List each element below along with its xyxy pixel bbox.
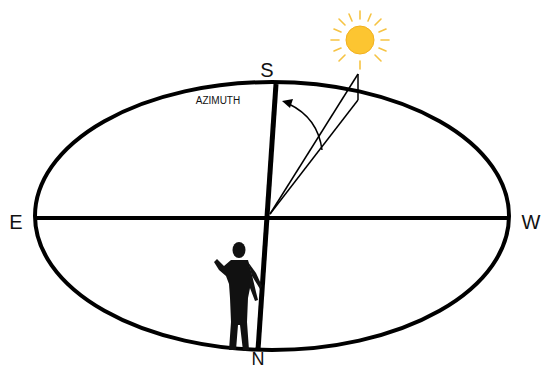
north-south-line: [258, 84, 276, 350]
horizon-ellipse: [35, 82, 509, 350]
south-label: S: [260, 60, 273, 80]
azimuth-label: AZIMUTH: [196, 96, 240, 106]
west-label: W: [522, 212, 541, 232]
sun-direction-lines: [270, 74, 358, 214]
person-silhouette: [214, 242, 262, 351]
east-label: E: [9, 212, 22, 232]
north-label: N: [252, 350, 265, 368]
azimuth-arrow: [282, 99, 322, 150]
sun: [331, 11, 389, 69]
east-west-line: [35, 216, 509, 220]
